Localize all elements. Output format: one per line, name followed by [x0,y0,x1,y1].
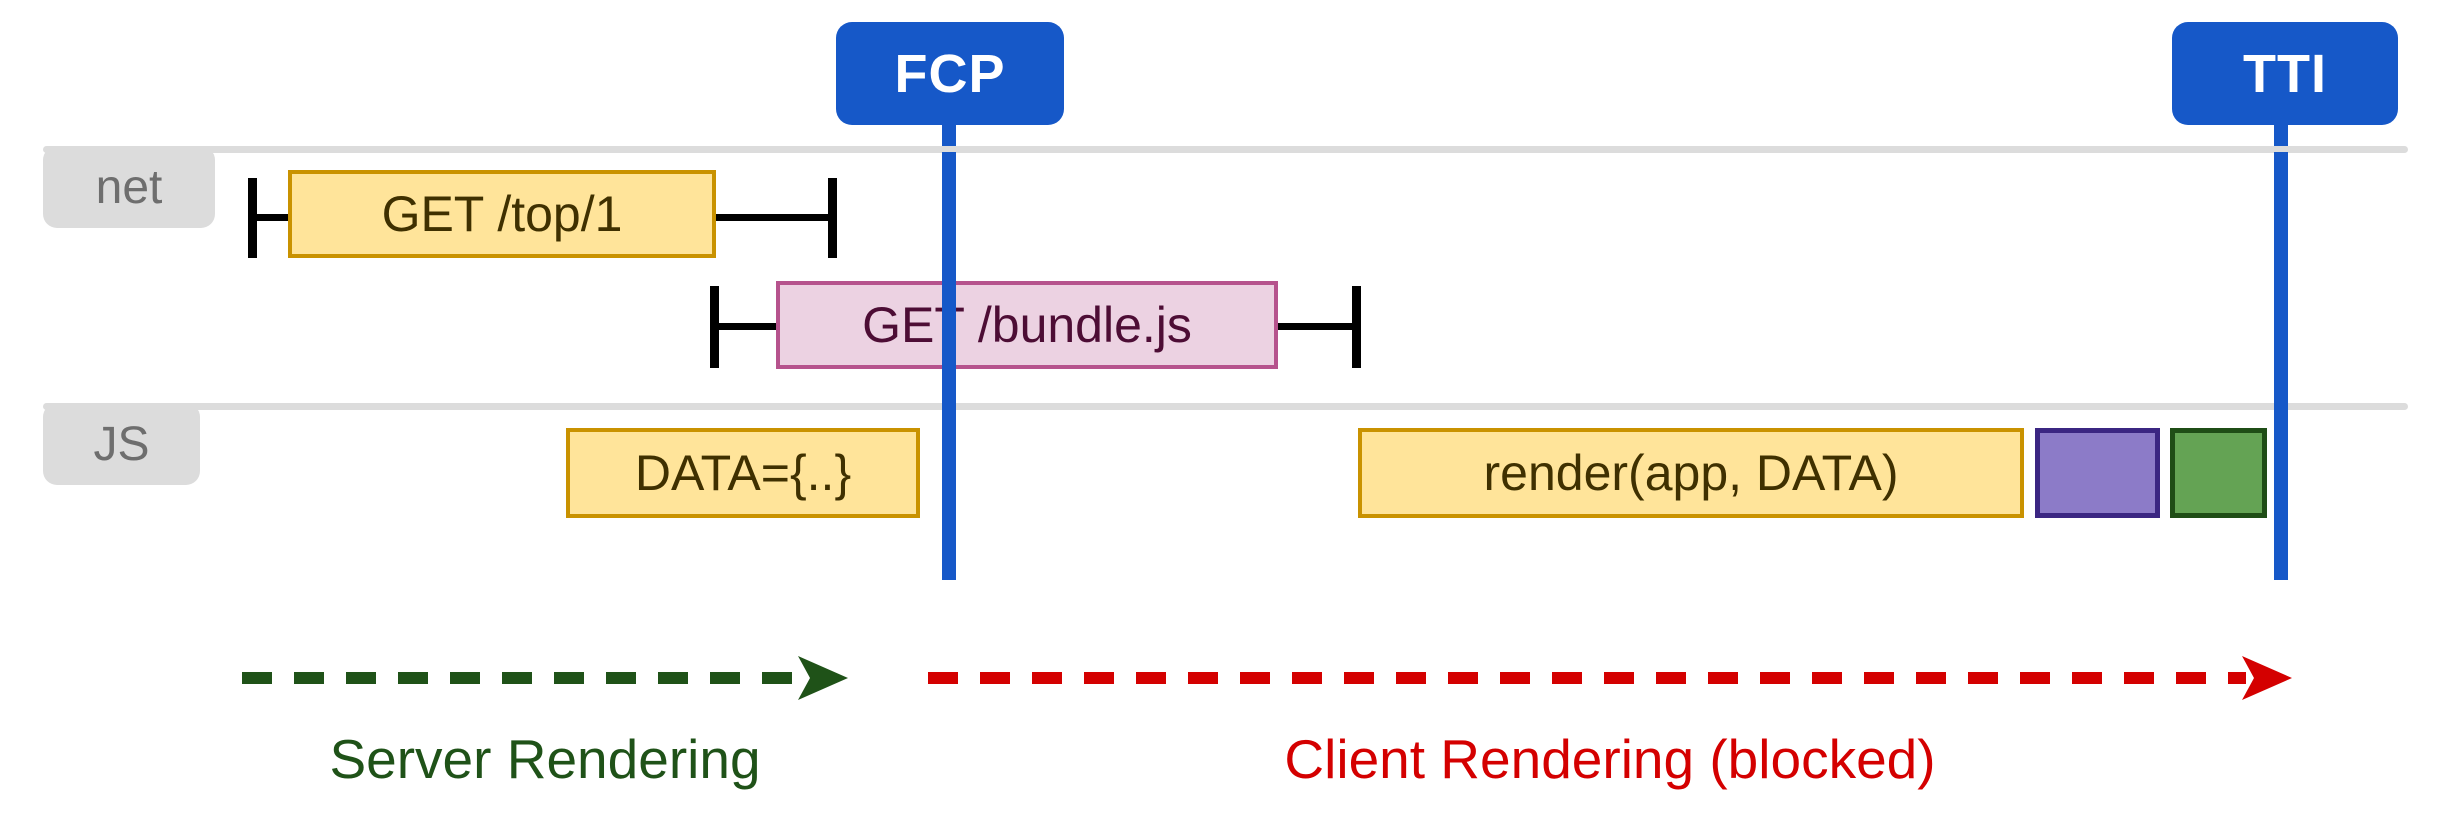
fcp-marker-badge[interactable]: FCP [836,22,1064,125]
tti-marker-label: TTI [2243,43,2327,104]
js-lane-chip: JS [43,403,200,485]
bar-get-bundle-label: GET /bundle.js [862,297,1192,353]
fcp-marker-label: FCP [894,43,1006,104]
server-rendering-arrow [242,650,852,706]
bar-purple-task[interactable] [2035,428,2160,518]
bar-render-call-label: render(app, DATA) [1483,445,1899,501]
bar-data-assign-label: DATA={..} [634,445,852,501]
get-bundle-start-stem [710,323,782,330]
net-lane-label: net [95,160,163,214]
bar-get-bundle[interactable]: GET /bundle.js [776,281,1278,369]
tti-marker-badge[interactable]: TTI [2172,22,2398,125]
bar-green-task[interactable] [2170,428,2267,518]
net-lane-rule [43,146,2408,153]
tti-marker-line-lower [2274,152,2288,580]
client-rendering-arrow [928,650,2296,706]
get-top-start-stem [248,214,296,221]
server-rendering-label: Server Rendering [329,728,761,790]
js-lane-rule [43,403,2408,410]
net-lane-chip: net [43,146,215,228]
client-rendering-label: Client Rendering (blocked) [1284,728,1936,790]
bar-data-assign[interactable]: DATA={..} [566,428,920,518]
bar-render-call[interactable]: render(app, DATA) [1358,428,2024,518]
get-top-end-stem [710,214,834,221]
get-bundle-end-stem [1270,323,1358,330]
bar-get-top-label: GET /top/1 [381,186,623,242]
js-lane-label: JS [93,417,150,471]
fcp-marker-line-lower [942,152,956,580]
bar-get-top[interactable]: GET /top/1 [288,170,716,258]
